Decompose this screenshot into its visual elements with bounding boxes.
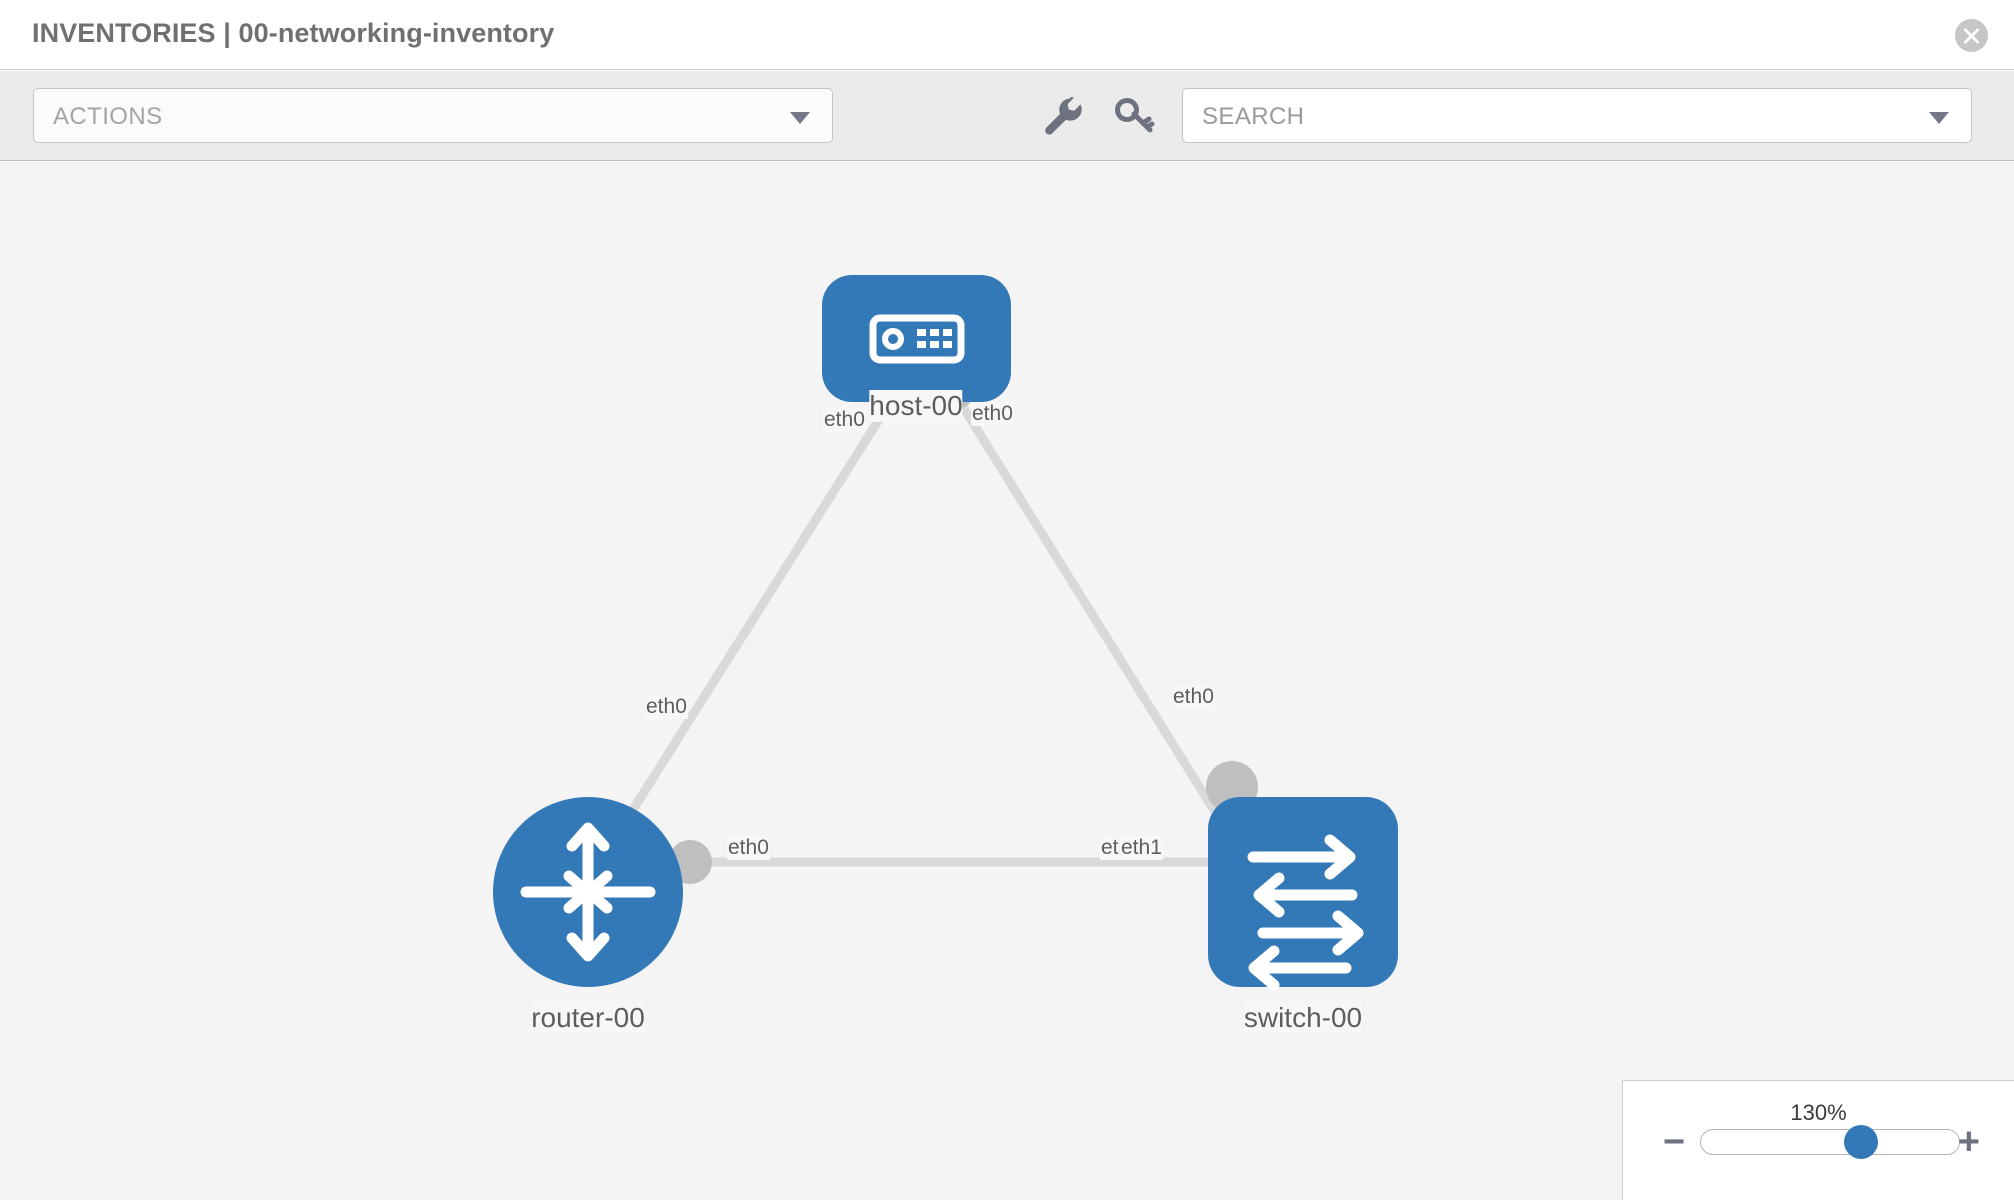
wrench-icon[interactable] <box>1039 93 1085 139</box>
zoom-slider-thumb[interactable] <box>1843 1125 1878 1159</box>
router-arrows-icon <box>520 822 656 962</box>
edge-label-switch-left-b: eth1 <box>1120 836 1163 860</box>
server-icon <box>869 314 965 364</box>
switch-arrows-icon <box>1247 834 1364 991</box>
close-icon[interactable] <box>1955 19 1988 52</box>
node-label-router-00: router-00 <box>531 1002 645 1034</box>
actions-dropdown-label: ACTIONS <box>53 103 163 130</box>
topology-graph <box>493 275 1398 991</box>
edge-label-switch-up: eth0 <box>1172 685 1215 709</box>
page-title: INVENTORIES | 00-networking-inventory <box>32 18 555 48</box>
zoom-level-value: 130% <box>1790 1100 1847 1125</box>
edge-host-router[interactable] <box>596 399 894 865</box>
edge-host-switch[interactable] <box>956 399 1244 855</box>
edge-label-router-right: eth0 <box>727 836 770 860</box>
edge-label-host-right: eth0 <box>971 402 1014 426</box>
key-icon[interactable] <box>1112 93 1158 139</box>
chevron-down-icon <box>1929 112 1949 124</box>
zoom-slider-track[interactable] <box>1700 1125 1960 1159</box>
edge-label-host-left: eth0 <box>823 408 866 432</box>
page-header: INVENTORIES | 00-networking-inventory <box>0 0 2014 70</box>
zoom-in-button[interactable]: + <box>1957 1121 1980 1163</box>
node-label-switch-00: switch-00 <box>1243 1002 1363 1034</box>
search-placeholder: SEARCH <box>1202 103 1305 130</box>
toolbar: ACTIONS SEARCH <box>0 71 2014 161</box>
node-label-host-00: host-00 <box>869 390 963 422</box>
chevron-down-icon <box>790 112 810 124</box>
node-host-00[interactable] <box>822 275 1011 402</box>
zoom-out-button[interactable]: − <box>1663 1121 1686 1163</box>
search-input[interactable]: SEARCH <box>1182 88 1972 143</box>
topology-canvas[interactable]: host-00 router-00 switch-00 eth0 eth0 et… <box>0 162 2014 1200</box>
zoom-control-panel: 130% − + <box>1622 1080 2014 1200</box>
edge-label-router-up: eth0 <box>645 695 688 719</box>
edges <box>596 399 1244 867</box>
node-switch-00[interactable] <box>1208 797 1398 991</box>
actions-dropdown[interactable]: ACTIONS <box>33 88 833 143</box>
node-router-00[interactable] <box>493 797 683 987</box>
